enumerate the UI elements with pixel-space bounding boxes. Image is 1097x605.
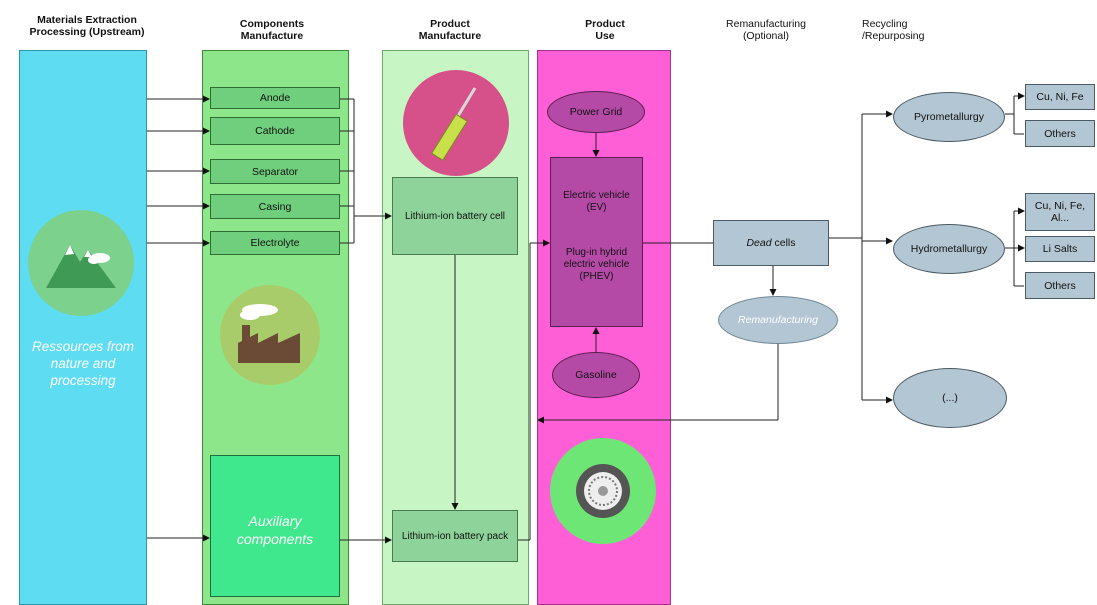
pyrometallurgy-node: Pyrometallurgy	[893, 92, 1005, 142]
auxiliary-components-box	[210, 455, 340, 597]
component-anode: Anode	[210, 87, 340, 109]
header-product-manufacture: Product Manufacture	[418, 18, 482, 42]
mountain-icon	[28, 210, 134, 316]
header-product-use: Product Use	[585, 18, 625, 42]
remanufacturing-node: Remanufacturing	[718, 296, 838, 344]
vehicle-box	[550, 157, 643, 327]
battery-cell-box: Lithium-ion battery cell	[392, 177, 518, 255]
materials-column	[19, 50, 147, 605]
ev-label: Electric vehicle (EV)	[563, 190, 630, 213]
battery-pack-box: Lithium-ion battery pack	[392, 510, 518, 562]
header-components: Components Manufacture	[239, 18, 305, 42]
header-remanufacturing: Remanufacturing (Optional)	[726, 18, 806, 42]
cells-label: cells	[771, 237, 796, 249]
pyro-output-others: Others	[1025, 120, 1095, 147]
hydro-output-metals: Cu, Ni, Fe, Al...	[1025, 193, 1095, 231]
dead-label: Dead	[746, 237, 772, 249]
auxiliary-components-label: Auxiliary components	[236, 513, 314, 547]
header-recycling: Recycling /Repurposing	[862, 18, 925, 42]
resources-label: Ressources from nature and processing	[31, 339, 135, 388]
header-materials: Materials Extraction Processing (Upstrea…	[29, 14, 145, 38]
component-separator: Separator	[210, 159, 340, 184]
dead-cells-box: Dead cells	[713, 220, 829, 266]
component-cathode: Cathode	[210, 117, 340, 145]
hydrometallurgy-node: Hydrometallurgy	[893, 224, 1005, 274]
power-grid-node: Power Grid	[547, 91, 645, 133]
component-electrolyte: Electrolyte	[210, 231, 340, 255]
other-process-node: (...)	[893, 368, 1007, 428]
phev-label: Plug-in hybrid electric vehicle (PHEV)	[563, 247, 630, 282]
pyro-output-metals: Cu, Ni, Fe	[1025, 84, 1095, 110]
hydro-output-li-salts: Li Salts	[1025, 236, 1095, 262]
hydro-output-others: Others	[1025, 272, 1095, 299]
component-casing: Casing	[210, 194, 340, 219]
screwdriver-icon	[403, 70, 509, 176]
factory-icon	[220, 285, 320, 385]
gasoline-node: Gasoline	[552, 352, 640, 398]
wheel-icon	[550, 438, 656, 544]
